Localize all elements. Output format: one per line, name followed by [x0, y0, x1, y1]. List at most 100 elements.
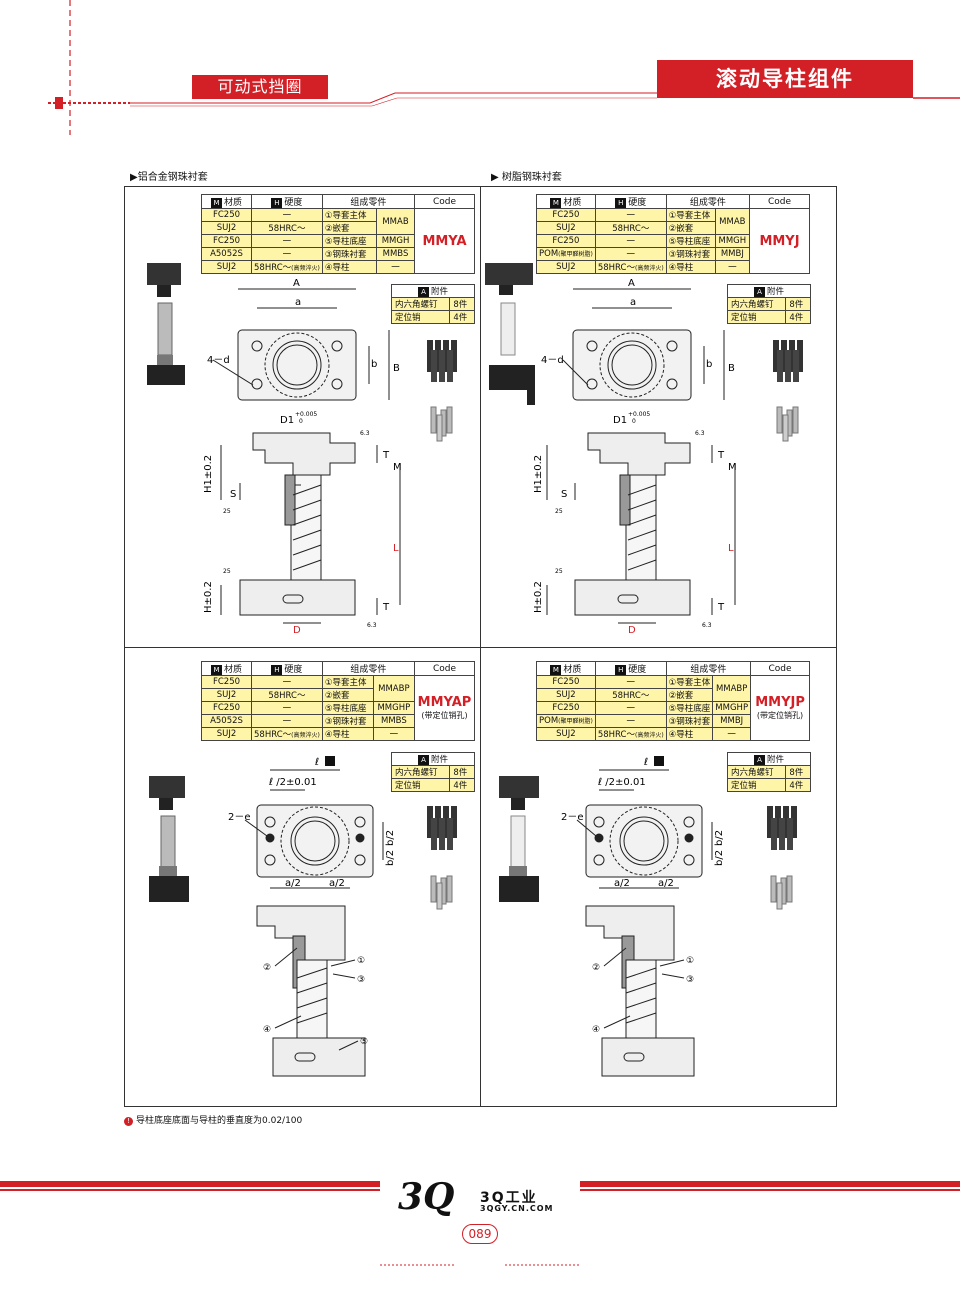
- dim-T-top: T: [382, 450, 390, 461]
- roughness-25-a: 25: [555, 508, 563, 515]
- product-photo: [499, 776, 539, 902]
- pin-accessory-icon: [776, 406, 799, 442]
- part-code-cell: MMABP: [372, 675, 416, 702]
- material-cell: SUJ2: [536, 727, 596, 741]
- accessory-title: 附件: [430, 287, 448, 297]
- hardness-cell: 一: [594, 675, 667, 689]
- section-view: [585, 905, 695, 1077]
- material-cell: FC250: [536, 701, 596, 715]
- material-header: 材质: [563, 665, 582, 675]
- accessory-mark: A: [417, 755, 429, 765]
- part-code-cell: MMGH: [376, 234, 415, 248]
- dim-D1: D1: [280, 415, 294, 426]
- footnote-text: 导柱底座底面与导柱的垂直度为0.02/100: [136, 1116, 303, 1126]
- parts-header: 组成零件: [665, 194, 751, 209]
- dim-D: D: [628, 625, 636, 636]
- hardness-cell: 一: [594, 247, 667, 261]
- product-photo: [149, 776, 189, 902]
- material-cell: A5052S: [201, 247, 252, 261]
- hardness-header: 硬度: [284, 665, 303, 675]
- accessory-name: 定位销: [726, 778, 787, 792]
- dim-D1-tol-bot: 0: [632, 418, 636, 425]
- part-code-cell: MMAB: [714, 208, 751, 235]
- part-code-cell: 一: [376, 260, 415, 274]
- part-code-cell: 一: [712, 727, 752, 741]
- part-code-cell: MMABP: [712, 675, 752, 702]
- drawing-mmya: A a B b 4－d D1 +0.005 0 H1±0.2 H±0.2 S T…: [147, 263, 457, 636]
- dim-T-top: T: [717, 450, 725, 461]
- header-decoration: [48, 0, 960, 135]
- callout-5: ⑤: [360, 1037, 368, 1047]
- accessory-name: 定位销: [390, 778, 451, 792]
- accessory-qty: 4件: [785, 310, 811, 324]
- dim-M: M: [393, 462, 402, 473]
- hardness-cell: 一: [251, 234, 323, 248]
- t-mark: [325, 756, 335, 766]
- part-cell: ④导柱: [321, 727, 374, 741]
- hardness-mark: H: [615, 665, 627, 675]
- part-code-cell: MMAB: [376, 208, 415, 235]
- hardness-cell: 58HRC～: [594, 221, 667, 235]
- dim-2e: 2－e: [228, 812, 251, 823]
- callout-1: ①: [357, 956, 365, 966]
- dim-b: b: [371, 359, 377, 370]
- part-cell: ④导柱: [665, 260, 716, 274]
- material-cell: FC250: [536, 208, 596, 222]
- part-code-cell: MMGHP: [372, 701, 416, 715]
- screw-accessory-icon: [767, 806, 797, 850]
- material-cell: FC250: [536, 675, 596, 689]
- hrc-note: (高频淬火): [634, 265, 664, 272]
- product-photo: [485, 263, 535, 405]
- dim-B: B: [393, 363, 400, 374]
- dim-D1-tol-top: +0.005: [628, 411, 650, 418]
- part-cell: ④导柱: [321, 260, 378, 274]
- dim-L: L: [728, 543, 734, 554]
- accessory-title: 附件: [430, 755, 448, 765]
- parts-header: 组成零件: [321, 194, 416, 209]
- brand-domain: 3QGY.CN.COM: [480, 1204, 554, 1213]
- frame-divider-horizontal: [124, 647, 837, 648]
- part-cell: ①导套主体: [665, 208, 716, 222]
- dim-H1: H1±0.2: [203, 455, 214, 493]
- hardness-mark: H: [615, 198, 627, 208]
- dim-H1: H1±0.2: [533, 455, 544, 493]
- part-code-cell: 一: [714, 260, 751, 274]
- code-note: (带定位销孔): [421, 711, 468, 720]
- part-cell: ④导柱: [665, 727, 714, 741]
- part-cell: ⑤导柱底座: [321, 234, 378, 248]
- roughness-25-b: 25: [555, 568, 563, 575]
- callout-2: ②: [263, 963, 271, 973]
- accessory-name: 内六角螺钉: [726, 765, 787, 779]
- accessory-qty: 4件: [785, 778, 811, 792]
- part-cell: ②嵌套: [665, 221, 716, 235]
- part-code-cell: MMBS: [376, 247, 415, 261]
- dim-M: M: [728, 462, 737, 473]
- part-cell: ②嵌套: [665, 688, 714, 702]
- part-cell: ①导套主体: [321, 208, 378, 222]
- material-header: 材质: [223, 665, 242, 675]
- hardness-cell: 58HRC～: [597, 263, 635, 273]
- part-cell: ③钢珠衬套: [321, 714, 374, 728]
- dim-A: A: [628, 278, 635, 289]
- part-code-cell: MMGHP: [712, 701, 752, 715]
- dim-L: L: [393, 543, 399, 554]
- code-header: Code: [414, 661, 475, 676]
- dim-a-half-left: a/2: [285, 878, 301, 889]
- hardness-cell: 一: [594, 208, 667, 222]
- accessory-title: 附件: [766, 755, 784, 765]
- dim-b-half-top: b/2: [385, 830, 396, 846]
- roughness-top: 6.3: [695, 430, 705, 437]
- product-photo: [147, 263, 185, 385]
- callout-4: ④: [263, 1025, 271, 1035]
- material-cell: POM: [539, 249, 559, 259]
- screw-accessory-icon: [773, 340, 803, 382]
- hardness-header: 硬度: [284, 198, 303, 208]
- dim-S: S: [561, 489, 567, 500]
- dim-D: D: [293, 625, 301, 636]
- product-code: MMYAP: [417, 695, 472, 710]
- section-view: [256, 905, 366, 1077]
